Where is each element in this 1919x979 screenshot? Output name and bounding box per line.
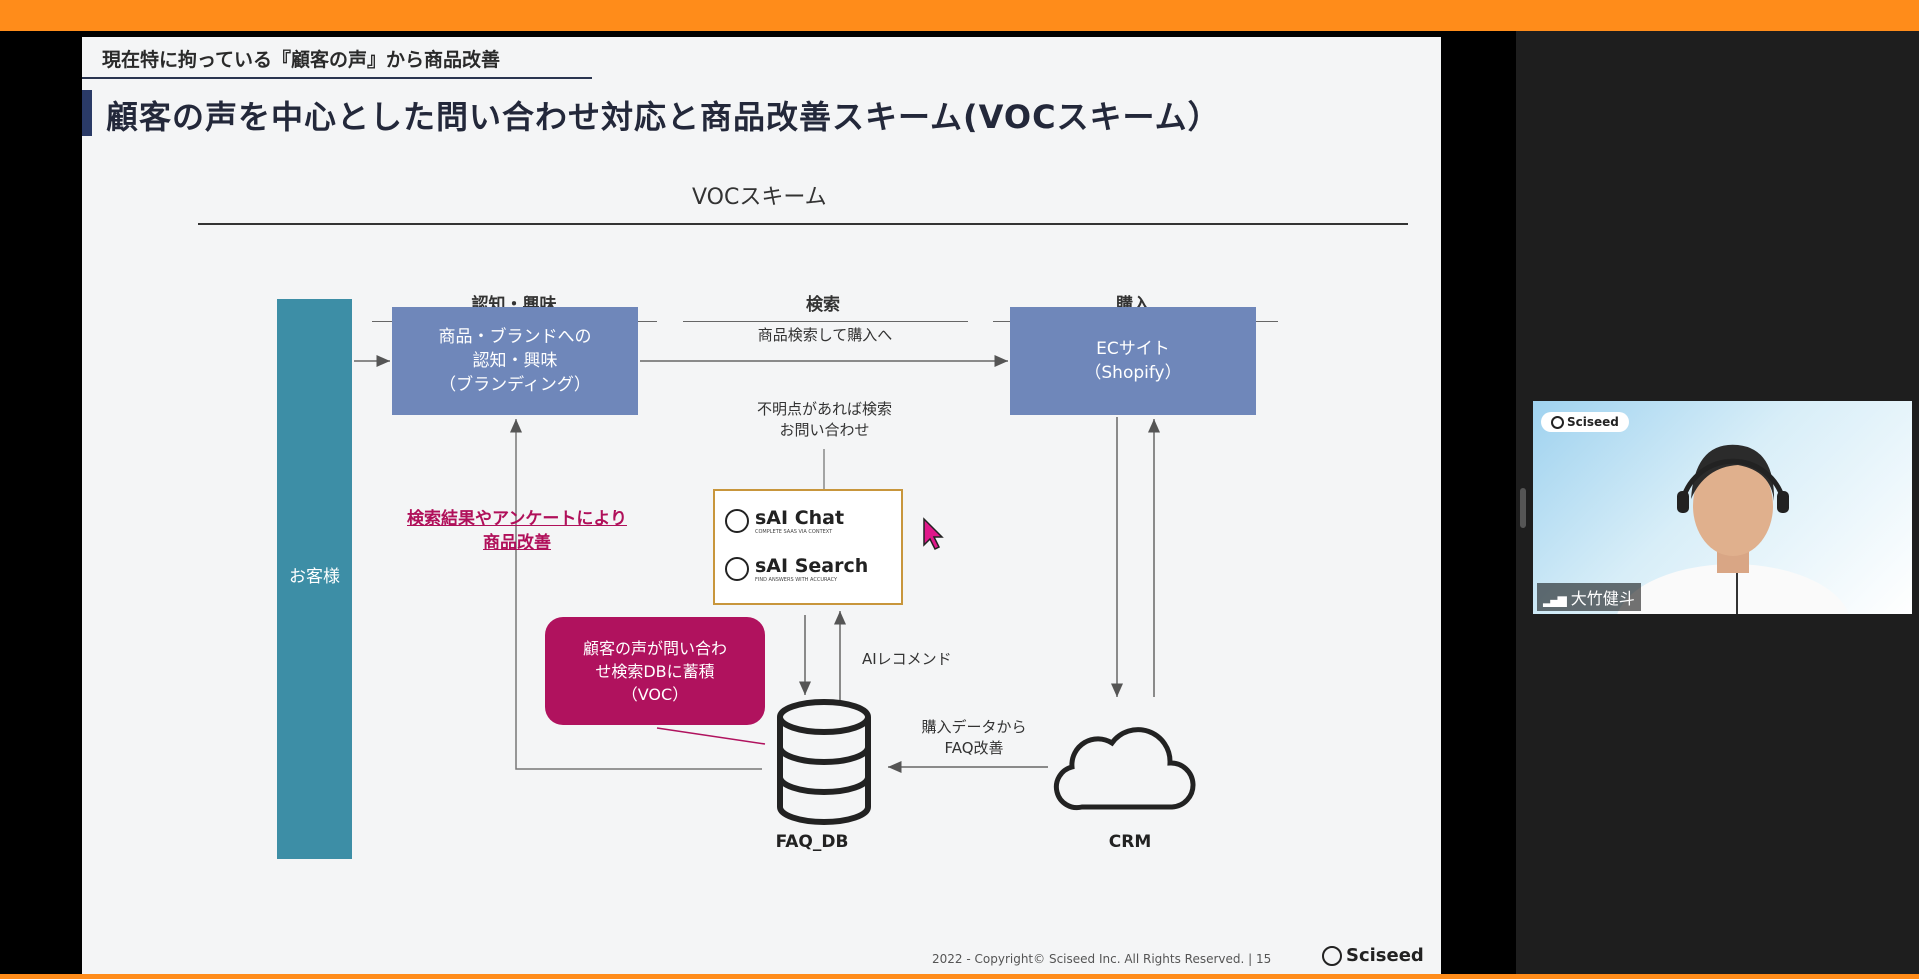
database-icon [777,699,871,825]
tile-logo: Sciseed [1541,412,1629,432]
tile-logo-text: Sciseed [1567,415,1619,429]
product-improvement-label: 検索結果やアンケートにより 商品改善 [407,509,627,553]
crm-label: CRM [1108,832,1152,852]
signal-bars-icon: ▂▄▆ [1543,593,1567,607]
diagram-arrows [354,355,1196,825]
participant-video [1617,444,1849,614]
brand-awareness-box: 商品・ブランドへの 認知・興味 （ブランディング） [392,307,638,415]
faq-db-label: FAQ_DB [775,832,849,852]
customer-bar [277,299,352,859]
stage-search: 検索 [806,295,840,315]
sai-search-tagline: FIND ANSWERS WITH ACCURACY [755,577,838,583]
sai-chat-name: sAI Chat [755,507,845,529]
stage-search-line [683,321,968,322]
ai-recommend-label: AIレコメンド [862,650,952,668]
sai-products-box: sAI Chat COMPLETE SAAS VIA CONTEXT sAI S… [713,489,903,605]
window-top-bar [0,0,1919,31]
sciseed-logo-icon [1322,946,1342,966]
footer-logo-text: Sciseed [1346,945,1424,966]
footer-logo: Sciseed [1322,945,1424,966]
participant-name: 大竹健斗 [1570,589,1635,608]
sai-chat-tagline: COMPLETE SAAS VIA CONTEXT [755,529,833,535]
question-label: 不明点があれば検索 お問い合わせ [756,400,892,439]
scheme-title: VOCスキーム [692,185,827,210]
scheme-divider [198,223,1408,225]
chat-bubble-icon [725,509,749,533]
cloud-icon [1053,727,1196,811]
participant-video-tile[interactable]: Sciseed ▂▄▆大竹健斗 [1533,401,1912,614]
sai-chat-logo: sAI Chat COMPLETE SAAS VIA CONTEXT [725,507,845,535]
slide-title: 顧客の声を中心とした問い合わせ対応と商品改善スキーム(VOCスキーム） [106,98,1221,136]
mouse-cursor-icon [923,517,944,551]
sai-search-name: sAI Search [755,555,869,577]
slide-footer: 2022 - Copyright© Sciseed Inc. All Right… [932,952,1272,966]
title-accent-bar [82,90,92,136]
panel-resize-handle[interactable] [1520,488,1526,528]
window-bottom-bar [0,974,1919,979]
search-to-buy-label: 商品検索して購入へ [757,326,893,344]
subtitle-underline [82,77,592,79]
participant-name-tag: ▂▄▆大竹健斗 [1537,583,1641,611]
purchase-data-label: 購入データから FAQ改善 [921,718,1027,757]
slide-subtitle: 現在特に拘っている『顧客の声』から商品改善 [102,49,501,71]
sai-search-logo: sAI Search FIND ANSWERS WITH ACCURACY [725,555,869,583]
presentation-slide: 現在特に拘っている『顧客の声』から商品改善 顧客の声を中心とした問い合わせ対応と… [82,37,1441,974]
ec-site-box: ECサイト （Shopify） [1010,307,1256,415]
voc-bubble: 顧客の声が問い合わ せ検索DBに蓄積 （VOC） [545,617,765,725]
search-globe-icon [725,557,749,581]
customer-label: お客様 [289,567,340,587]
sciseed-logo-icon [1551,416,1564,429]
